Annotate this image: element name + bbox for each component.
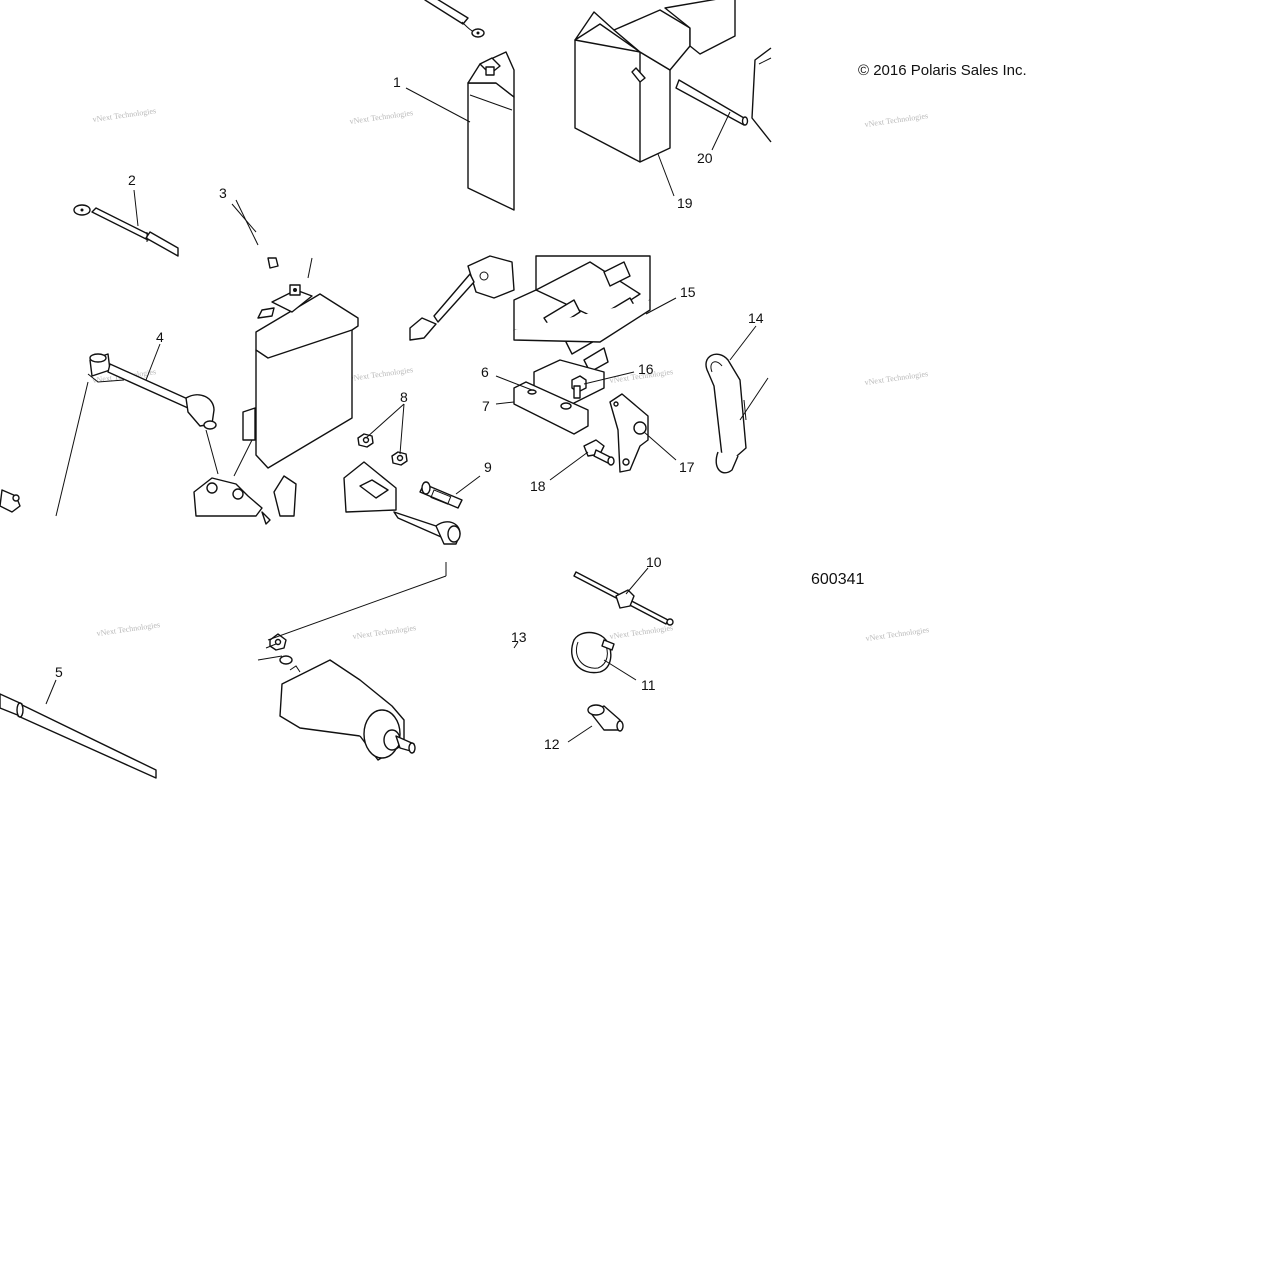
callout-17: 17 <box>679 459 695 475</box>
nuts-illustration <box>357 433 408 466</box>
callout-18: 18 <box>530 478 546 494</box>
watermark-10: vNext Technologies <box>352 623 417 641</box>
watermark-8: vNext Technologies <box>864 369 929 387</box>
battery-main-illustration <box>242 257 359 469</box>
callout-3: 3 <box>219 185 227 201</box>
callout-16: 16 <box>638 361 654 377</box>
clamp-illustration <box>571 631 615 674</box>
callout-7: 7 <box>482 398 490 414</box>
watermark-11: vNext Technologies <box>609 623 674 641</box>
watermark-9: vNext Technologies <box>96 620 161 638</box>
callout-11: 11 <box>641 677 656 693</box>
watermark-12: vNext Technologies <box>865 625 930 643</box>
left-bolt-illustration <box>0 489 21 513</box>
starter-motor-illustration <box>269 633 416 761</box>
short-cable-illustration <box>73 204 179 257</box>
elbow-fitting-illustration <box>587 704 624 732</box>
right-clipped-part-illustration <box>751 47 772 143</box>
small-bolt-illustration <box>571 375 587 399</box>
cable-with-boot-illustration <box>87 353 217 430</box>
bolt-18-illustration <box>583 439 615 466</box>
leader-lines <box>45 87 769 743</box>
callout-9: 9 <box>484 459 492 475</box>
callout-6: 6 <box>481 364 489 380</box>
callout-13: 13 <box>511 629 527 645</box>
callout-12: 12 <box>544 736 560 752</box>
strap-illustration <box>705 353 747 474</box>
solenoid-illustration <box>193 477 271 525</box>
long-cable-illustration <box>0 693 157 779</box>
callout-19: 19 <box>677 195 693 211</box>
callout-1: 1 <box>393 74 401 90</box>
mounting-plate-illustration <box>609 393 649 473</box>
watermark-2: vNext Technologies <box>349 108 414 126</box>
callout-4: 4 <box>156 329 164 345</box>
cable-tie-illustration <box>573 571 674 626</box>
copyright-text: © 2016 Polaris Sales Inc. <box>858 62 1027 79</box>
figure-number: 600341 <box>811 571 864 588</box>
callout-5: 5 <box>55 664 63 680</box>
plate-and-cable-illustration <box>343 461 463 545</box>
callout-20: 20 <box>697 150 713 166</box>
top-cable-illustration <box>424 0 485 38</box>
callout-15: 15 <box>680 284 696 300</box>
watermark-6: vNext Technologies <box>349 365 414 383</box>
battery-top-illustration <box>467 51 515 211</box>
callout-14: 14 <box>748 310 764 326</box>
battery-cover-illustration <box>574 0 736 163</box>
callout-labels: 1 2 3 4 5 6 7 8 9 10 11 12 13 14 15 16 1… <box>55 74 764 752</box>
callout-10: 10 <box>646 554 662 570</box>
callout-8: 8 <box>400 389 408 405</box>
watermark-4: vNext Technologies <box>864 111 929 129</box>
watermark-1: vNext Technologies <box>92 106 157 124</box>
callout-2: 2 <box>128 172 136 188</box>
bracket-illustration <box>273 475 297 517</box>
harness-connector-illustration <box>409 255 515 341</box>
rod-illustration <box>675 79 749 126</box>
